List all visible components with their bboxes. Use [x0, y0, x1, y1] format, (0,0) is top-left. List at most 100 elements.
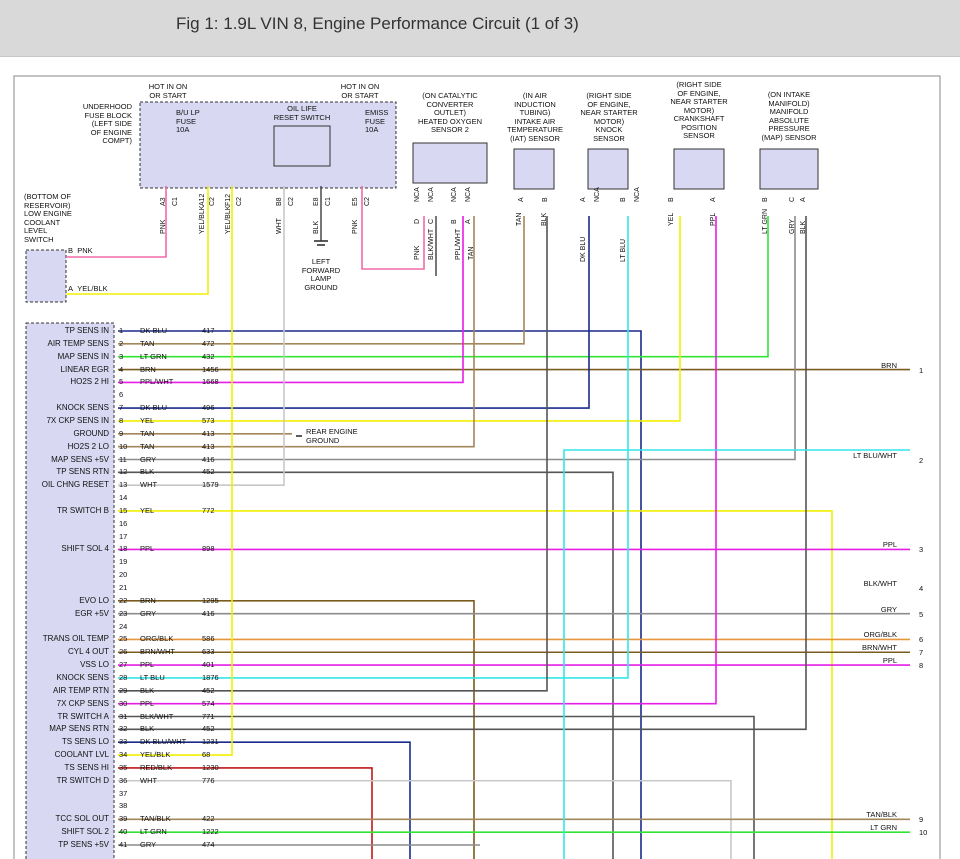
pin-number: 8 — [119, 415, 124, 425]
pin-number: 14 — [119, 493, 128, 503]
pin-number: 38 — [119, 801, 128, 811]
wire-ho2s-pnk — [361, 186, 425, 270]
pin-label: TRANS OIL TEMP — [42, 634, 109, 644]
pin-label: HO2S 2 HI — [70, 377, 109, 387]
map-wire-label: LT GRN — [762, 208, 769, 234]
fuse-pin-label: B8 — [276, 197, 283, 206]
map-pin-label: B — [762, 197, 769, 202]
right-wire-number: 3 — [919, 545, 924, 555]
wire-color: YEL/BLK — [140, 750, 171, 760]
iat-pin-label: B — [542, 197, 549, 202]
pin-label: VSS LO — [80, 660, 109, 670]
ho2s-pin-label: D — [414, 218, 421, 224]
fuse-wire-label: YEL/BLK — [199, 205, 206, 234]
ckp-box — [673, 148, 725, 190]
right-wire-number: 5 — [919, 609, 924, 619]
circuit-number: 1230 — [202, 762, 219, 772]
fuse-pin-label: C2 — [364, 197, 371, 206]
ho2s-pin-label: NCA — [428, 187, 435, 202]
right-wire-number: 1 — [919, 365, 924, 375]
pin-label: LINEAR EGR — [60, 364, 109, 374]
left-ground-label: LEFT FORWARD LAMP GROUND — [301, 257, 341, 292]
iat-label: (IN AIR INDUCTION TUBING) INTAKE AIR TEM… — [506, 91, 564, 143]
right-wire-label: ORG/BLK — [863, 630, 897, 640]
ckp-wire-label: PPL — [710, 212, 717, 226]
wire-knock-sens-2 — [118, 216, 629, 679]
pin-label: TS SENS HI — [64, 762, 109, 772]
pin-number: 6 — [119, 390, 124, 400]
right-wire-number: 7 — [919, 648, 924, 658]
wire-color: ORG/BLK — [140, 634, 174, 644]
fuse-pin-label: A12 — [199, 193, 206, 206]
pin-label: TP SENS IN — [64, 326, 109, 335]
fuse-pin-label: A3 — [160, 197, 167, 206]
wire-ho2s-2-hi — [118, 216, 464, 384]
wire-color: BLK — [140, 724, 155, 734]
knock-pin-label: B — [620, 197, 627, 202]
pin-label: TP SENS RTN — [56, 467, 109, 477]
wire-color: PPL — [140, 544, 155, 554]
ho2s-pin-label: NCA — [465, 187, 472, 202]
knock-pin-label: A — [580, 197, 587, 202]
wire-color: DK BLU/WHT — [140, 737, 187, 747]
wire-oil-chng-reset — [118, 186, 285, 487]
circuit-number: 1579 — [202, 480, 219, 490]
pin-number: 2 — [119, 338, 124, 348]
fuse-pin-label: C2 — [236, 197, 243, 206]
circuit-number: 417 — [202, 326, 215, 335]
diagram-frame — [13, 75, 941, 859]
wire-knock-sens — [118, 216, 590, 409]
circuit-number: 474 — [202, 840, 215, 849]
wire-color: PPL/WHT — [140, 377, 174, 387]
fuse-wire-label: BLK — [313, 220, 320, 234]
pin-number: 26 — [119, 647, 128, 657]
pin-number: 10 — [119, 441, 128, 451]
pin-number: 28 — [119, 672, 128, 682]
iat-wire-label: BLK — [541, 212, 548, 226]
pin-number: 12 — [119, 467, 128, 477]
wire-color: LT GRN — [140, 827, 167, 837]
wire-color: BRN — [140, 364, 156, 374]
fuse-pin-label: C1 — [172, 197, 179, 206]
ckp-label: (RIGHT SIDE OF ENGINE, NEAR STARTER MOTO… — [670, 80, 728, 140]
pin-label: TCC SOL OUT — [55, 814, 109, 824]
right-wire-label: PPL — [882, 656, 897, 666]
pin-label: SHIFT SOL 4 — [61, 544, 109, 554]
circuit-number: 574 — [202, 698, 215, 708]
map-wire-label: BLK — [800, 220, 807, 234]
right-wire-label: BLK/WHT — [863, 579, 897, 588]
fuse-pin-label: E5 — [352, 197, 359, 206]
wire-group — [66, 186, 910, 859]
pin-number: 17 — [119, 531, 128, 541]
pin-number: 19 — [119, 557, 128, 567]
coolant-wire-a: YEL/BLK — [77, 284, 108, 293]
map-wire-label: GRY — [789, 218, 796, 234]
pin-number: 24 — [119, 621, 128, 631]
oil-switch-box — [273, 125, 331, 167]
circuit-number: 413 — [202, 428, 215, 438]
pin-number: 4 — [119, 364, 124, 374]
iat-pin-label: A — [518, 197, 525, 202]
circuit-number: 1876 — [202, 672, 219, 682]
coolant-a-label: A YEL/BLK — [68, 284, 128, 294]
pin-number: 27 — [119, 660, 128, 670]
wire-ho2s-2-lo — [118, 216, 475, 448]
circuit-number: 416 — [202, 454, 215, 464]
bu-lp-fuse-label: B/U LP FUSE 10A — [176, 108, 200, 134]
fuse-pin-label: C2 — [209, 197, 216, 206]
circuit-number: 68 — [202, 750, 211, 760]
ckp-pin-label: A — [710, 197, 717, 202]
circuit-number: 586 — [202, 634, 215, 644]
pin-number: 41 — [119, 840, 128, 849]
wire-color: WHT — [140, 775, 158, 785]
circuit-number: 1295 — [202, 595, 219, 605]
hot-label-2: HOT IN ON OR START — [340, 82, 380, 100]
pin-label: TP SENS +5V — [58, 840, 109, 849]
right-wire-number: 10 — [919, 828, 928, 838]
right-wire-number: 4 — [919, 584, 924, 593]
pin-number: 23 — [119, 608, 128, 618]
pin-label: KNOCK SENS — [56, 672, 109, 682]
ho2s-pin-label: NCA — [414, 187, 421, 202]
wire-color: BRN/WHT — [140, 647, 175, 657]
pin-number: 18 — [119, 544, 128, 554]
